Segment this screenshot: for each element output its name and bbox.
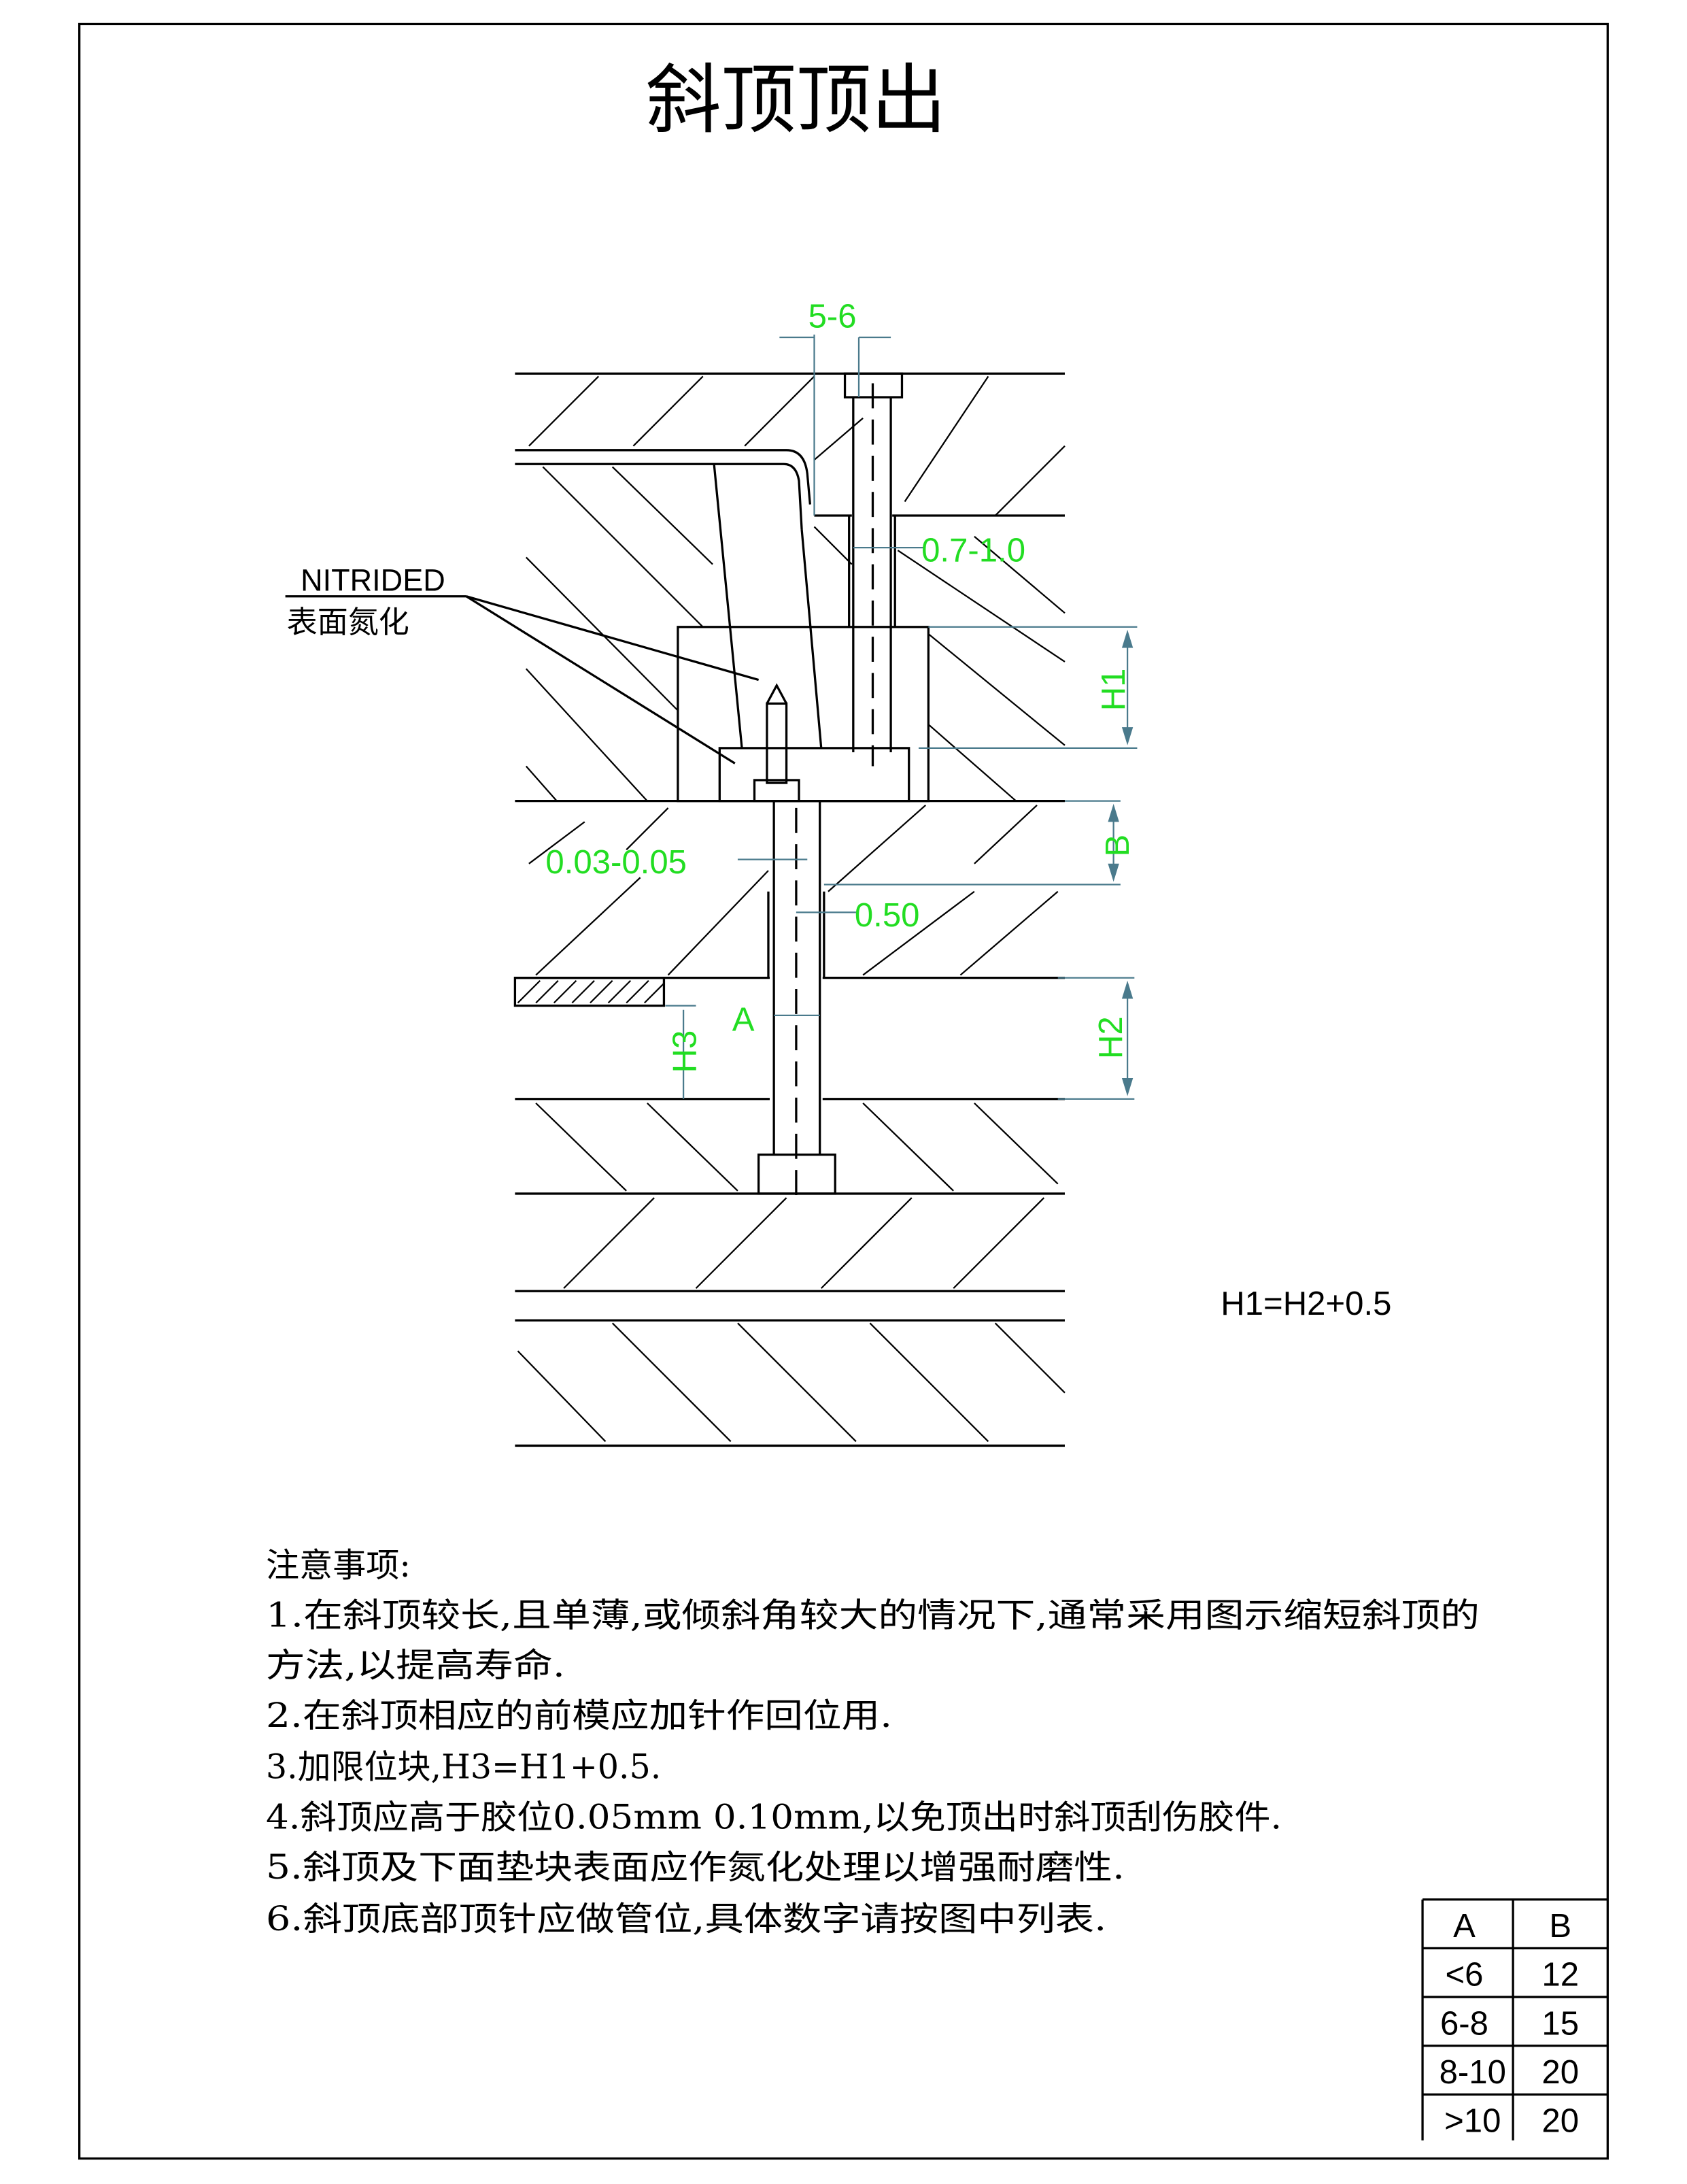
formula-label: H1=H2+0.5 [1221,1286,1391,1322]
dim-a: A [732,1001,755,1038]
note-line: 4.斜顶应高于胶位0.05mm 0.10mm,以免顶出时斜顶刮伤胶件. [266,1797,1282,1836]
nitrided-label: NITRIDED [301,563,445,598]
table-header-b: B [1549,1908,1571,1945]
a-b-table: A B <6 12 6-8 15 8-10 20 >10 20 [1421,1898,1608,2140]
dim-0.03-0.05: 0.03-0.05 [545,844,687,881]
note-line: 5.斜顶及下面垫块表面应作氮化处理以增强耐磨性. [266,1847,1125,1887]
note-line: 方法,以提高寿命. [266,1645,565,1685]
dim-0.7-1.0: 0.7-1.0 [921,533,1025,569]
table-cell: 6-8 [1440,2005,1488,2042]
dim-h3: H3 [667,1030,704,1073]
table-cell: >10 [1444,2103,1501,2140]
table-cell: 20 [1541,2054,1579,2091]
dim-h2: H2 [1093,1016,1129,1059]
note-line: 6.斜顶底部顶针应做管位,具体数字请按图中列表. [266,1899,1106,1938]
sheet-border [78,22,1609,2160]
dim-h1: H1 [1095,669,1132,711]
table-cell: 12 [1541,1957,1579,1994]
note-line: 1.在斜顶较长,且单薄,或倾斜角较大的情况下,通常采用图示缩短斜顶的 [266,1596,1480,1635]
table-header-a: A [1453,1908,1476,1945]
dimension-lines [665,334,1138,1100]
dim-b: B [1100,835,1136,857]
dim-5-6: 5-6 [808,299,857,335]
note-line: 3.加限位块,H3=H1+0.5. [266,1747,661,1787]
dim-0.50: 0.50 [855,897,920,934]
table-cell: <6 [1445,1957,1483,1994]
table-cell: 20 [1541,2103,1579,2140]
page-title: 斜顶顶出 [646,58,947,142]
table-cell: 8-10 [1439,2054,1506,2091]
table-cell: 15 [1541,2005,1579,2042]
notes: 注意事项: 1.在斜顶较长,且单薄,或倾斜角较大的情况下,通常采用图示缩短斜顶的… [266,1545,1480,1938]
nitrided-cn-label: 表面氮化 [287,605,409,639]
notes-heading: 注意事项: [266,1545,411,1585]
note-line: 2.在斜顶相应的前模应加针作回位用. [266,1696,892,1735]
dimension-labels: 5-6 0.7-1.0 H1 B 0.03-0.05 0.50 A H3 H2 [545,299,1136,1073]
